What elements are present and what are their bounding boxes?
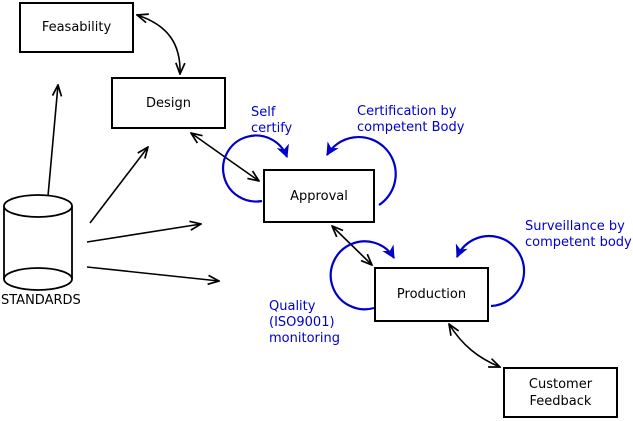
node-production-label: Production — [396, 287, 467, 302]
arrow-standards-to-feasability — [47, 85, 58, 197]
loop-certification — [326, 135, 397, 206]
node-customer-feedback: Customer Feedback — [503, 367, 618, 418]
arrow-standards-to-production — [86, 266, 219, 281]
standards-cylinder-shape — [3, 194, 73, 291]
arrow-standards-to-design — [89, 147, 148, 224]
loop-surveillance — [455, 235, 526, 308]
arrow-standards-to-approval — [86, 224, 201, 243]
node-feasability: Feasability — [19, 2, 134, 53]
node-feasability-label: Feasability — [41, 20, 112, 35]
arrow-approval-production — [332, 226, 372, 265]
annotation-quality-monitoring: Quality (ISO9001) monitoring — [269, 299, 340, 346]
node-production: Production — [374, 267, 489, 322]
node-design-label: Design — [146, 95, 191, 111]
annotation-self-certify: Self certify — [251, 105, 293, 136]
loop-self-certify — [222, 134, 289, 203]
node-approval-label: Approval — [290, 188, 348, 204]
loop-quality-monitoring — [329, 240, 395, 311]
node-standards-label: STANDARDS — [1, 293, 81, 308]
arrow-feasability-design — [137, 15, 180, 74]
node-customer-feedback-label: Customer Feedback — [528, 376, 593, 409]
arrow-production-customer-feedback — [449, 324, 500, 367]
node-design: Design — [111, 77, 226, 129]
annotation-certification: Certification by competent Body — [357, 104, 465, 135]
node-approval: Approval — [263, 169, 375, 223]
annotation-surveillance: Surveillance by competent body — [525, 219, 632, 250]
